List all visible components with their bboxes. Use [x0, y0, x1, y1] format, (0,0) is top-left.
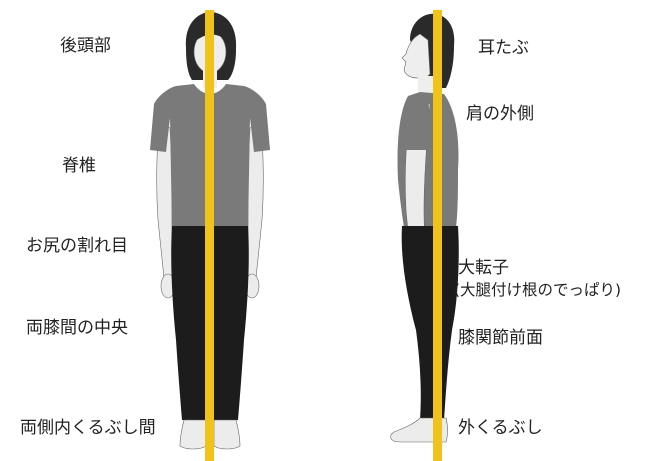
label-spine: 脊椎	[62, 156, 96, 176]
front-plumb-line	[205, 10, 214, 461]
label-between-knees: 両膝間の中央	[26, 318, 128, 338]
label-back-of-head: 後頭部	[60, 36, 111, 56]
front-figure	[150, 12, 270, 450]
label-outer-shoulder: 肩の外側	[466, 104, 534, 124]
side-plumb-line	[433, 10, 442, 461]
label-between-inner-ankles: 両側内くるぶし間	[20, 418, 156, 438]
label-outer-ankle: 外くるぶし	[458, 418, 543, 438]
side-figure	[390, 13, 459, 443]
label-earlobe: 耳たぶ	[478, 38, 529, 58]
label-greater-trochanter-note: (大腿付け根のでっぱり)	[454, 281, 622, 299]
label-greater-trochanter: 大転子	[458, 258, 509, 278]
label-gluteal-cleft: お尻の割れ目	[26, 236, 128, 256]
label-front-of-knee: 膝関節前面	[458, 328, 543, 348]
